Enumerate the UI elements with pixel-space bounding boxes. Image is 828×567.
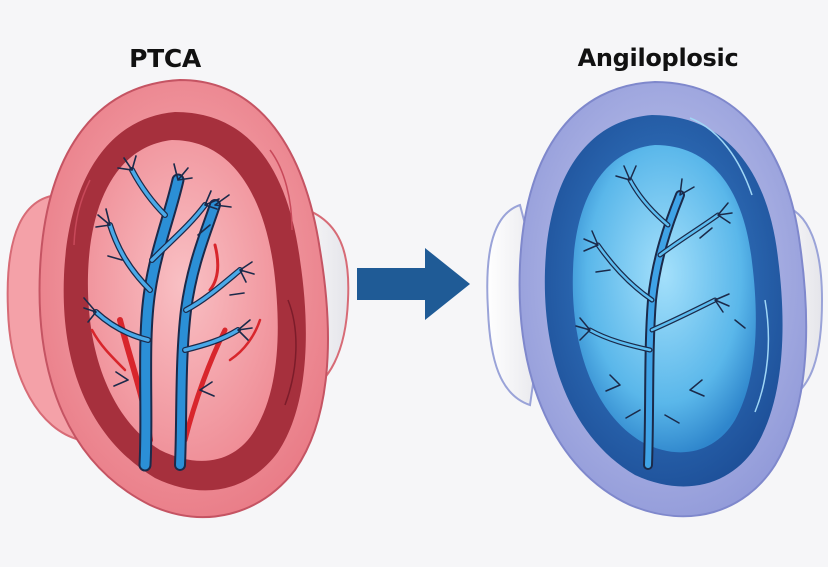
left-heart-cross-section <box>6 78 350 518</box>
treated-vessel-tree <box>575 165 746 470</box>
arrow-right-icon <box>357 248 470 320</box>
ptca-title: PTCA <box>129 44 201 73</box>
blue-vessel-tree <box>83 155 255 472</box>
right-heart-cross-section <box>486 80 824 518</box>
angioplasty-title: Angiloplosic <box>577 44 739 72</box>
